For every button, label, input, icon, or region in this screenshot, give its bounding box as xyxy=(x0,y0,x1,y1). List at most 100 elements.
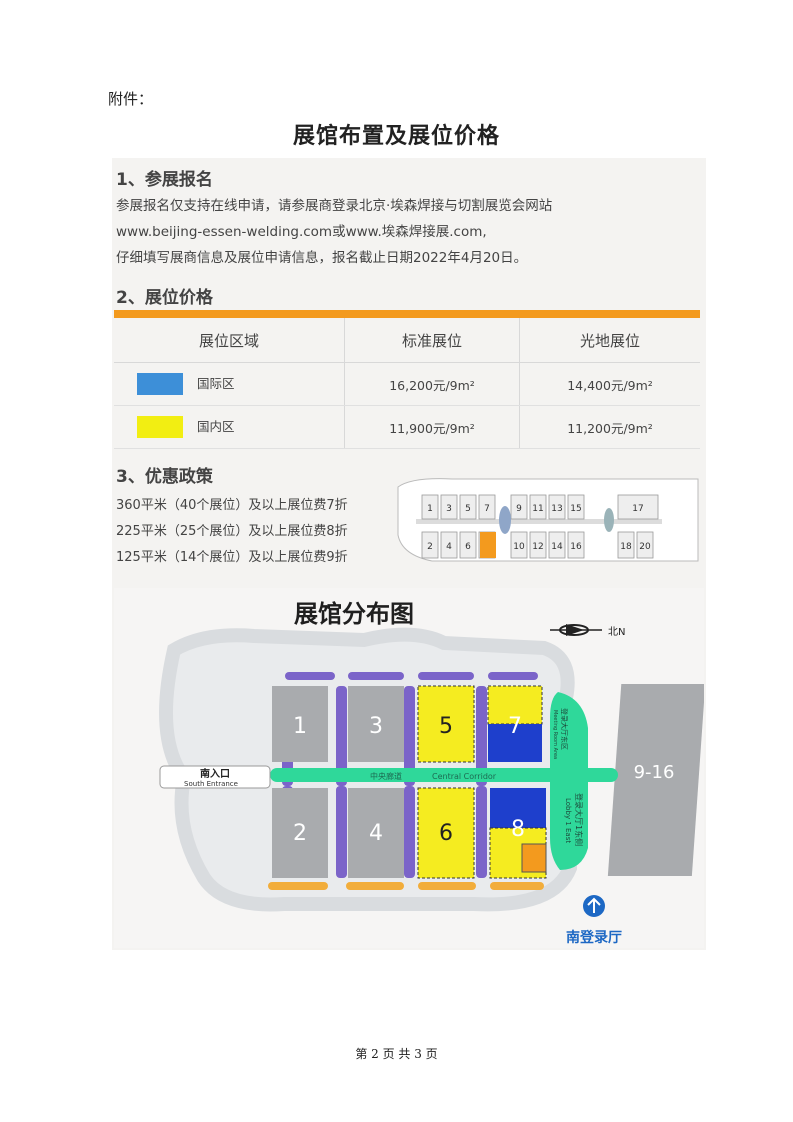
mini-hall-label: 12 xyxy=(532,542,543,552)
mini-bottom-halls: 2468101214161820 xyxy=(421,531,654,559)
hall-1[interactable] xyxy=(272,686,328,762)
mini-hall-label: 11 xyxy=(532,504,543,514)
mini-hall-label: 7 xyxy=(484,504,490,514)
zone-label: 国内区 xyxy=(197,418,235,434)
mini-hall-label: 4 xyxy=(446,542,452,552)
mini-hall-9 xyxy=(510,494,528,520)
south-entrance-sign[interactable] xyxy=(159,765,271,789)
mini-hall-label: 9 xyxy=(516,504,522,514)
raw-space-price: 11,200元/9m² xyxy=(519,405,700,449)
discount-item: 225平米（25个展位）及以上展位费8折 xyxy=(116,524,348,539)
mini-hall-label: 13 xyxy=(551,504,562,514)
lobby-upper-en: Meeting Room Area xyxy=(552,710,558,759)
mini-hall-16 xyxy=(567,531,585,559)
zone-cell: 国际区 xyxy=(114,362,345,406)
hall-2[interactable] xyxy=(272,788,328,878)
page-footer: 第 2 页 共 3 页 xyxy=(355,1047,438,1061)
hall-8-international[interactable] xyxy=(490,788,546,828)
zone-cell: 国内区 xyxy=(114,405,345,449)
hall-label: 5 xyxy=(439,714,453,739)
international-color-swatch xyxy=(137,373,183,396)
mini-hall-label: 17 xyxy=(632,504,643,514)
mini-hall-label: 1 xyxy=(427,504,433,514)
mini-hall-label: 3 xyxy=(446,504,452,514)
mini-hall-label: 15 xyxy=(570,504,581,514)
south-lobby-label: 南登录厅 xyxy=(566,929,622,946)
standard-price: 16,200元/9m² xyxy=(344,362,520,406)
mini-highlight-booth xyxy=(480,532,496,558)
hall-label: 8 xyxy=(511,817,525,842)
section3-heading: 3、优惠政策 xyxy=(116,467,213,487)
mini-hall-20 xyxy=(636,531,654,559)
mini-hall-17 xyxy=(617,494,659,520)
section2-heading: 2、展位价格 xyxy=(116,288,213,308)
price-table-header: 展位区域 标准展位 光地展位 xyxy=(114,318,700,363)
mini-hall-label: 14 xyxy=(551,542,563,552)
standard-price: 11,900元/9m² xyxy=(344,405,520,449)
lobby-lower-en: Lobby 1 East xyxy=(564,798,572,843)
orange-divider xyxy=(114,310,700,318)
mini-hall-label: 6 xyxy=(465,542,471,552)
mini-hall-14 xyxy=(548,531,566,559)
south-entrance-cn: 南入口 xyxy=(200,767,230,780)
section1-line2: www.beijing-essen-welding.com或www.埃森焊接展.… xyxy=(116,224,487,240)
floor-plan-title: 展馆分布图 xyxy=(294,600,414,628)
mini-hall-6 xyxy=(459,531,477,559)
hall-label: 2 xyxy=(293,821,307,846)
price-table: 展位区域 标准展位 光地展位 国际区 16,200元/9m² 14,400元/9… xyxy=(114,318,700,449)
mini-hall-15 xyxy=(567,494,585,520)
hall-label: 3 xyxy=(369,714,383,739)
lobby-lower-cn: 登录大厅1东侧 xyxy=(574,793,584,846)
table-row: 国际区 16,200元/9m² 14,400元/9m² xyxy=(114,362,700,406)
mini-corridor xyxy=(416,519,662,524)
mini-hall-7 xyxy=(478,494,496,520)
raw-space-price: 14,400元/9m² xyxy=(519,362,700,406)
south-strips xyxy=(268,882,544,890)
south-entrance-en: South Entrance xyxy=(184,780,238,788)
zone-label: 国际区 xyxy=(197,375,235,391)
hall-label: 1 xyxy=(293,714,307,739)
central-corridor xyxy=(270,768,618,782)
hall-3[interactable] xyxy=(348,686,404,762)
hall-label: 9-16 xyxy=(634,762,675,783)
discount-item: 360平米（40个展位）及以上展位费7折 xyxy=(116,498,348,513)
hall-7-international[interactable] xyxy=(488,724,542,762)
section1-line3: 仔细填写展商信息及展位申请信息，报名截止日期2022年4月20日。 xyxy=(116,250,528,266)
discount-item: 125平米（14个展位）及以上展位费9折 xyxy=(116,550,348,565)
hall-9-16[interactable] xyxy=(607,684,704,876)
mini-hall-13 xyxy=(548,494,566,520)
mini-hall-18 xyxy=(617,531,635,559)
mini-hall-label: 2 xyxy=(427,542,433,552)
mini-hall-1 xyxy=(421,494,439,520)
section1-line1: 参展报名仅支持在线申请，请参展商登录北京·埃森焊接与切割展览会网站 xyxy=(116,198,553,214)
hall-7-domestic[interactable] xyxy=(487,685,543,725)
hall-label: 4 xyxy=(369,821,383,846)
highlight-booth xyxy=(521,843,547,873)
mini-lobby-1 xyxy=(499,506,511,534)
page-title: 展馆布置及展位价格 xyxy=(292,123,500,149)
column-header-zone: 展位区域 xyxy=(114,318,345,363)
mini-lobby-2 xyxy=(604,508,614,532)
up-arrow-glyph xyxy=(587,897,601,913)
north-label: 北N xyxy=(608,626,625,638)
hall-label: 6 xyxy=(439,821,453,846)
mini-hall-label: 18 xyxy=(620,542,632,552)
lobby-upper-cn: 登录大厅东区 xyxy=(560,708,569,750)
column-header-standard: 标准展位 xyxy=(344,318,520,363)
domestic-color-swatch xyxy=(137,416,183,439)
hall-6[interactable] xyxy=(417,787,475,879)
column-header-raw: 光地展位 xyxy=(519,318,700,363)
attachment-label: 附件： xyxy=(108,90,154,108)
east-lobby xyxy=(550,692,588,870)
mini-hall-11 xyxy=(529,494,547,520)
mini-hall-5 xyxy=(459,494,477,520)
hall-4[interactable] xyxy=(348,788,404,878)
floor-plan: 展馆分布图 北N 1 3 5 7 2 xyxy=(114,588,704,948)
mini-hall-3 xyxy=(440,494,458,520)
section1-heading: 1、参展报名 xyxy=(116,170,213,190)
hall-5[interactable] xyxy=(417,685,475,763)
corridor-label-en: Central Corridor xyxy=(432,772,497,781)
mini-hall-10 xyxy=(510,531,528,559)
